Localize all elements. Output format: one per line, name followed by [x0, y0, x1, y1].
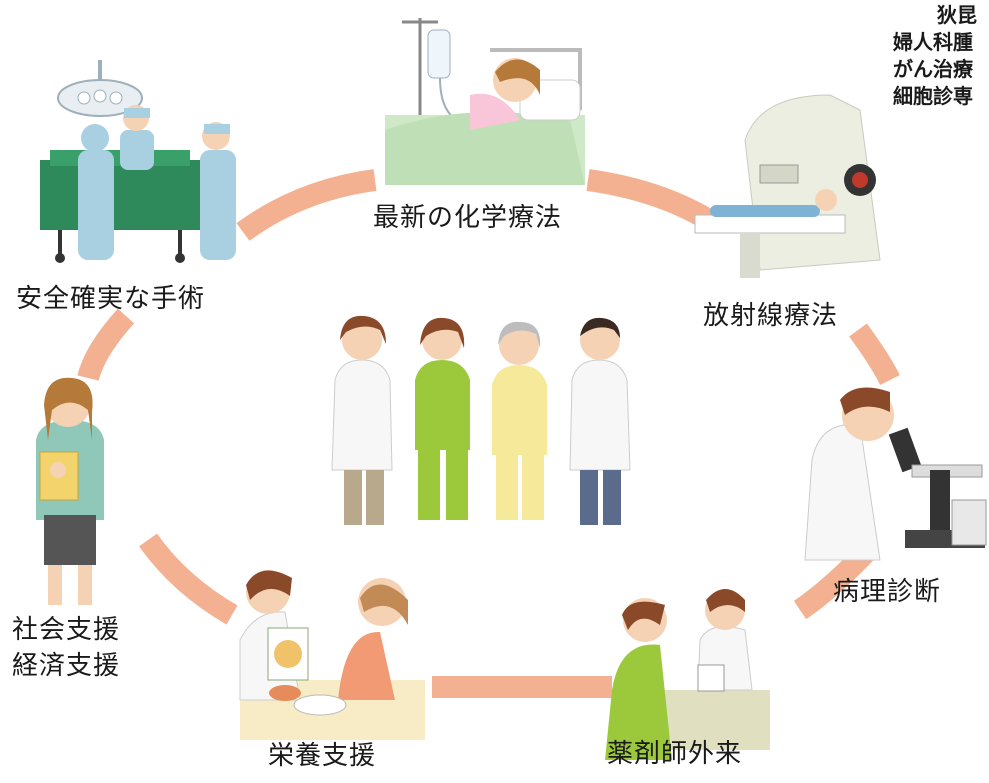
header-note-line-2: 婦人科腫 — [893, 30, 973, 54]
surgery-illustration — [40, 60, 236, 263]
label-surgery: 安全確実な手術 — [16, 284, 206, 314]
header-note-line-3: がん治療 — [893, 57, 973, 81]
ring-segment-left — [77, 308, 135, 382]
pharmacist-illustration — [605, 589, 770, 760]
label-chemotherapy: 最新の化学療法 — [373, 203, 563, 233]
radiation-illustration — [694, 94, 881, 278]
ring-segment-top-right — [586, 169, 718, 232]
header-note: 狄昆 婦人科腫 がん治療 細胞診専 — [893, 2, 989, 110]
ring-segment-top-left — [236, 169, 377, 241]
chemotherapy-illustration — [385, 18, 585, 185]
header-note-line-4: 細胞診専 — [893, 84, 973, 108]
care-team-group — [331, 315, 631, 525]
label-economic-support: 経済支援 — [12, 651, 121, 681]
ring-segment-bottom-left — [139, 533, 238, 625]
label-radiation-therapy: 放射線療法 — [703, 301, 839, 331]
label-nutrition-support: 栄養支援 — [268, 741, 377, 771]
pathology-illustration — [804, 387, 987, 561]
label-social-support: 社会支援 — [12, 615, 121, 645]
social-support-illustration — [36, 377, 104, 605]
ring-segment-right-upper — [849, 323, 900, 386]
nutrition-illustration — [239, 570, 425, 740]
label-pharmacist-outpatient: 薬剤師外来 — [607, 739, 743, 769]
label-pathology: 病理診断 — [833, 577, 942, 607]
header-note-line-1: 狄昆 — [937, 3, 977, 27]
